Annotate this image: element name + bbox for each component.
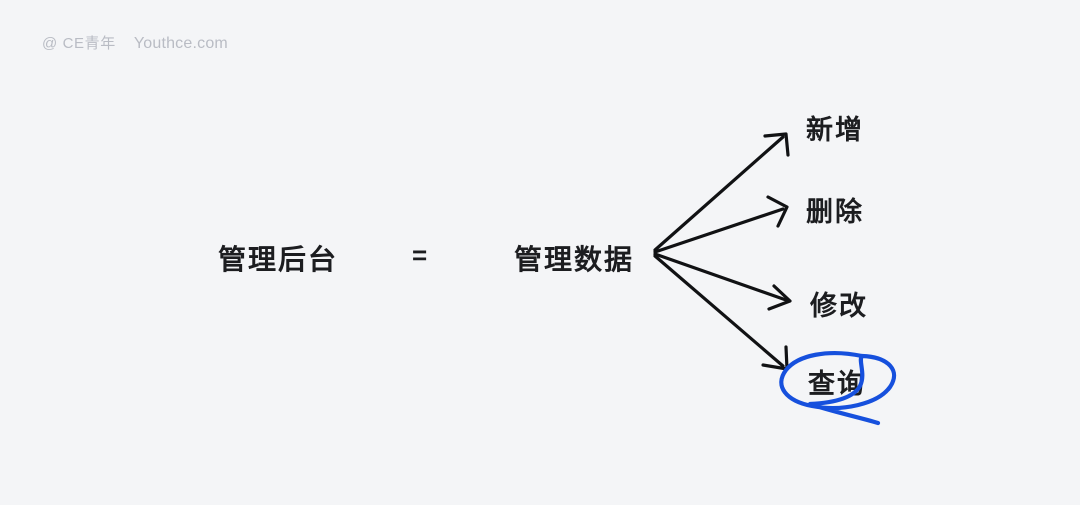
arrow-head-3 [761, 345, 789, 371]
branch-label-delete: 删除 [806, 197, 864, 227]
arrow-line-1 [653, 207, 785, 254]
equals-symbol: = [412, 240, 428, 270]
watermark-site: Youthce.com [133, 35, 228, 52]
arrow-head-2 [767, 284, 792, 311]
arrow-line-2 [653, 252, 788, 302]
arrow-head-1 [766, 195, 789, 228]
arrow-line-0 [653, 135, 785, 252]
watermark-handle: @ CE青年 [42, 35, 116, 52]
target-node-label: 管理数据 [514, 244, 635, 275]
arrow-head-0 [763, 132, 790, 157]
branch-label-query: 查询 [808, 369, 866, 399]
source-node-label: 管理后台 [218, 244, 339, 275]
watermark: @ CE青年 Youthce.com [42, 32, 228, 53]
arrow-line-3 [653, 254, 785, 368]
branch-label-create: 新增 [806, 115, 864, 145]
branch-label-update: 修改 [810, 291, 868, 321]
